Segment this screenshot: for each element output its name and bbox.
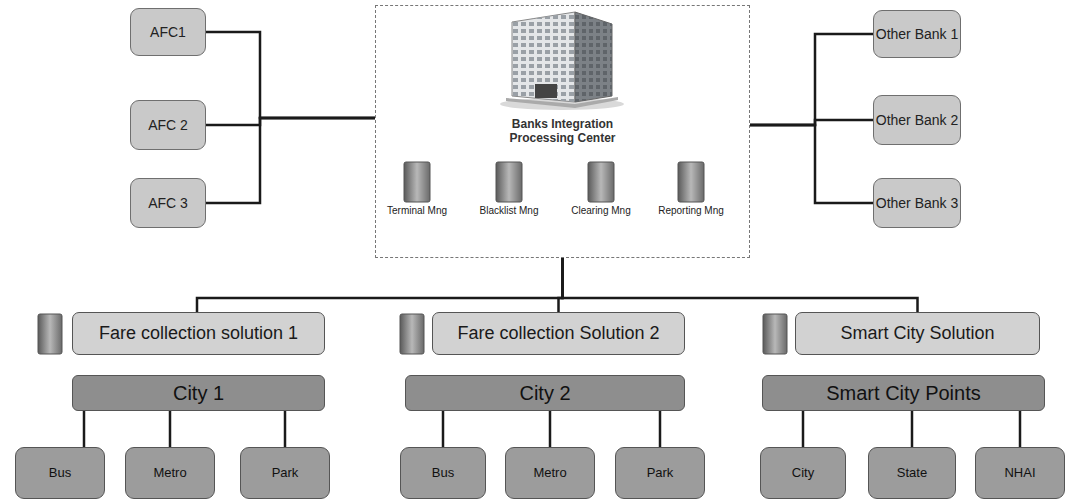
connector xyxy=(197,258,563,312)
city-bar: City 2 xyxy=(405,375,685,411)
service-box: Metro xyxy=(125,447,215,499)
connector xyxy=(442,411,445,447)
bank-box: Other Bank 1 xyxy=(873,10,961,58)
box-label: Park xyxy=(647,466,674,481)
service-box: Bus xyxy=(15,447,105,499)
server-label: Blacklist Mng xyxy=(473,205,545,216)
bank-box: Other Bank 3 xyxy=(873,178,961,228)
city-bar: Smart City Points xyxy=(762,375,1045,411)
box-label: City 1 xyxy=(173,382,224,405)
server-label: Reporting Mng xyxy=(655,205,727,216)
service-box: Park xyxy=(240,447,330,499)
box-label: AFC1 xyxy=(150,24,186,40)
box-label: Bus xyxy=(432,466,454,481)
connector xyxy=(549,411,552,447)
solution-box: Fare collection solution 1 xyxy=(72,312,325,355)
afc-box: AFC1 xyxy=(130,8,206,56)
connector xyxy=(206,118,375,203)
box-label: Fare collection solution 1 xyxy=(99,323,298,344)
service-box: State xyxy=(868,447,956,499)
solution-box: Fare collection Solution 2 xyxy=(432,312,685,355)
box-label: Other Bank 1 xyxy=(876,26,959,42)
box-label: NHAI xyxy=(1004,466,1035,481)
afc-box: AFC 3 xyxy=(130,178,206,228)
connector xyxy=(563,258,918,312)
server-label: Terminal Mng xyxy=(381,205,453,216)
server-label: Clearing Mng xyxy=(565,205,637,216)
processing-center-box: Banks Integration Processing Center xyxy=(375,5,750,258)
service-box: City xyxy=(760,447,846,499)
box-label: AFC 2 xyxy=(148,117,188,133)
service-box: Bus xyxy=(400,447,486,499)
box-label: Other Bank 2 xyxy=(876,112,959,128)
box-label: Bus xyxy=(49,466,71,481)
solution-box: Smart City Solution xyxy=(795,312,1040,355)
connector xyxy=(750,34,873,125)
box-label: State xyxy=(897,466,927,481)
box-label: AFC 3 xyxy=(148,195,188,211)
city-bar: City 1 xyxy=(72,375,325,411)
connector xyxy=(802,411,805,447)
box-label: City xyxy=(792,466,814,481)
box-label: Smart City Points xyxy=(826,382,980,405)
connector xyxy=(83,411,86,447)
service-box: NHAI xyxy=(975,447,1065,499)
building-icon xyxy=(500,12,624,110)
connector xyxy=(911,411,914,447)
server-icons xyxy=(38,162,787,354)
connector xyxy=(659,411,662,447)
box-label: Metro xyxy=(153,466,186,481)
box-label: Smart City Solution xyxy=(840,323,994,344)
box-label: Metro xyxy=(533,466,566,481)
box-label: Other Bank 3 xyxy=(876,195,959,211)
service-box: Park xyxy=(615,447,705,499)
service-box: Metro xyxy=(505,447,595,499)
connector xyxy=(169,411,172,447)
afc-box: AFC 2 xyxy=(130,100,206,150)
box-label: Fare collection Solution 2 xyxy=(457,323,659,344)
box-label: Park xyxy=(272,466,299,481)
bank-box: Other Bank 2 xyxy=(873,95,961,145)
connector xyxy=(1019,411,1022,447)
connector xyxy=(750,125,873,203)
connector xyxy=(284,411,287,447)
connector xyxy=(206,32,375,118)
box-label: City 2 xyxy=(519,382,570,405)
box-label: Banks Integration Processing Center xyxy=(493,118,633,146)
